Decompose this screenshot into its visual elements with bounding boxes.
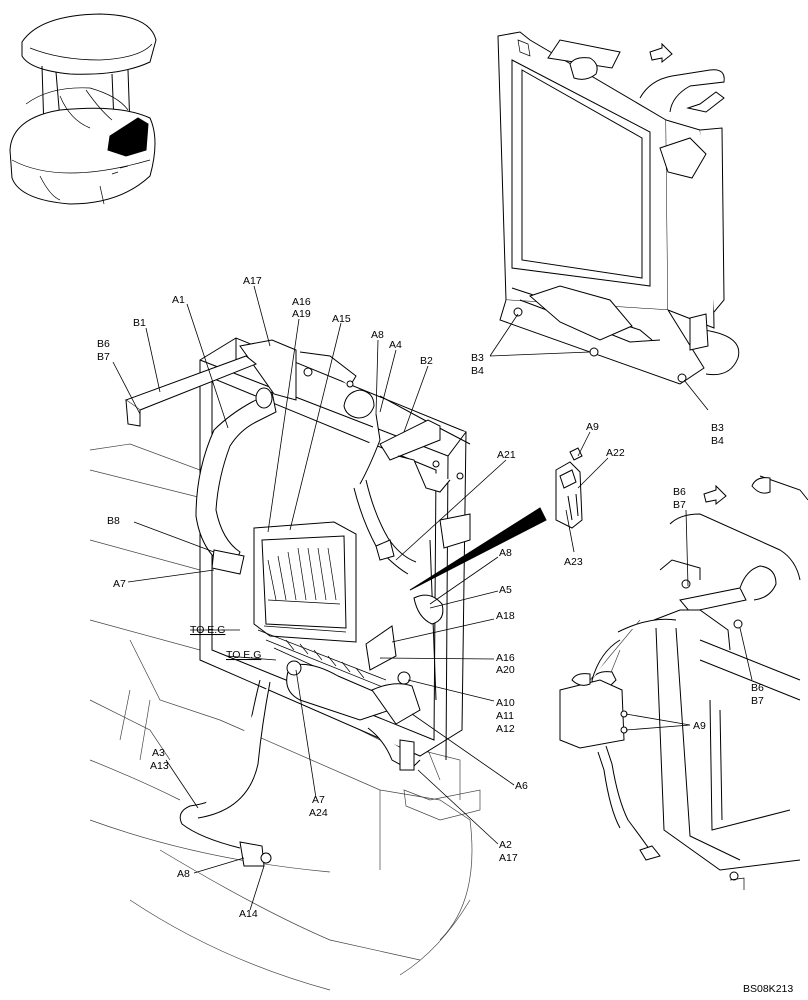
label-b6: B6	[97, 338, 110, 350]
label-a17: A17	[499, 852, 518, 864]
label-a4: A4	[389, 339, 402, 351]
label-a12: A12	[496, 723, 515, 735]
label-to-eg: TO E.G	[190, 624, 225, 636]
label-a7: A7	[312, 794, 325, 806]
label-a1: A1	[172, 294, 185, 306]
label-a7: A7	[113, 578, 126, 590]
label-a6: A6	[515, 780, 528, 792]
label-a23: A23	[564, 556, 583, 568]
label-a24: A24	[309, 807, 328, 819]
label-a9: A9	[586, 421, 599, 433]
label-a18: A18	[496, 610, 515, 622]
label-a9: A9	[693, 720, 706, 732]
label-b7: B7	[673, 499, 686, 511]
drawing-id: BS08K213	[743, 983, 793, 995]
callout-labels: A1 A17 A16 A19 A15 A8 A4 B2 B1 B6 B7 B8 …	[97, 275, 793, 995]
label-b8: B8	[107, 515, 120, 527]
label-b2: B2	[420, 355, 433, 367]
label-a3: A3	[152, 747, 165, 759]
label-a8: A8	[499, 547, 512, 559]
direction-arrow-icon	[649, 42, 673, 64]
label-a16: A16	[292, 296, 311, 308]
label-a16: A16	[496, 652, 515, 664]
label-a15: A15	[332, 313, 351, 325]
leader-lines	[112, 285, 753, 911]
label-b6: B6	[673, 486, 686, 498]
label-b7: B7	[751, 695, 764, 707]
label-to-eg: TO E.G	[226, 649, 261, 661]
label-b6: B6	[751, 682, 764, 694]
label-a8: A8	[371, 329, 384, 341]
label-b7: B7	[97, 351, 110, 363]
radiator-detail-bottom	[559, 475, 808, 890]
label-a22: A22	[606, 447, 625, 459]
label-a21: A21	[497, 449, 516, 461]
label-a8: A8	[177, 868, 190, 880]
bracket-detail-a23	[555, 447, 583, 529]
label-b1: B1	[133, 317, 146, 329]
direction-arrow-icon	[703, 484, 727, 506]
label-a17: A17	[243, 275, 262, 287]
label-a20: A20	[496, 664, 515, 676]
label-b3: B3	[711, 422, 724, 434]
radiator-detail-top	[497, 31, 740, 385]
label-b3: B3	[471, 352, 484, 364]
label-b4: B4	[711, 435, 724, 447]
label-a13: A13	[150, 760, 169, 772]
label-a2: A2	[499, 839, 512, 851]
label-a19: A19	[292, 308, 311, 320]
label-a5: A5	[499, 584, 512, 596]
machine-location-icon	[9, 13, 157, 205]
radiator-main	[124, 337, 547, 867]
label-a14: A14	[239, 908, 258, 920]
label-b4: B4	[471, 365, 484, 377]
label-a10: A10	[496, 697, 515, 709]
label-a11: A11	[496, 710, 514, 722]
